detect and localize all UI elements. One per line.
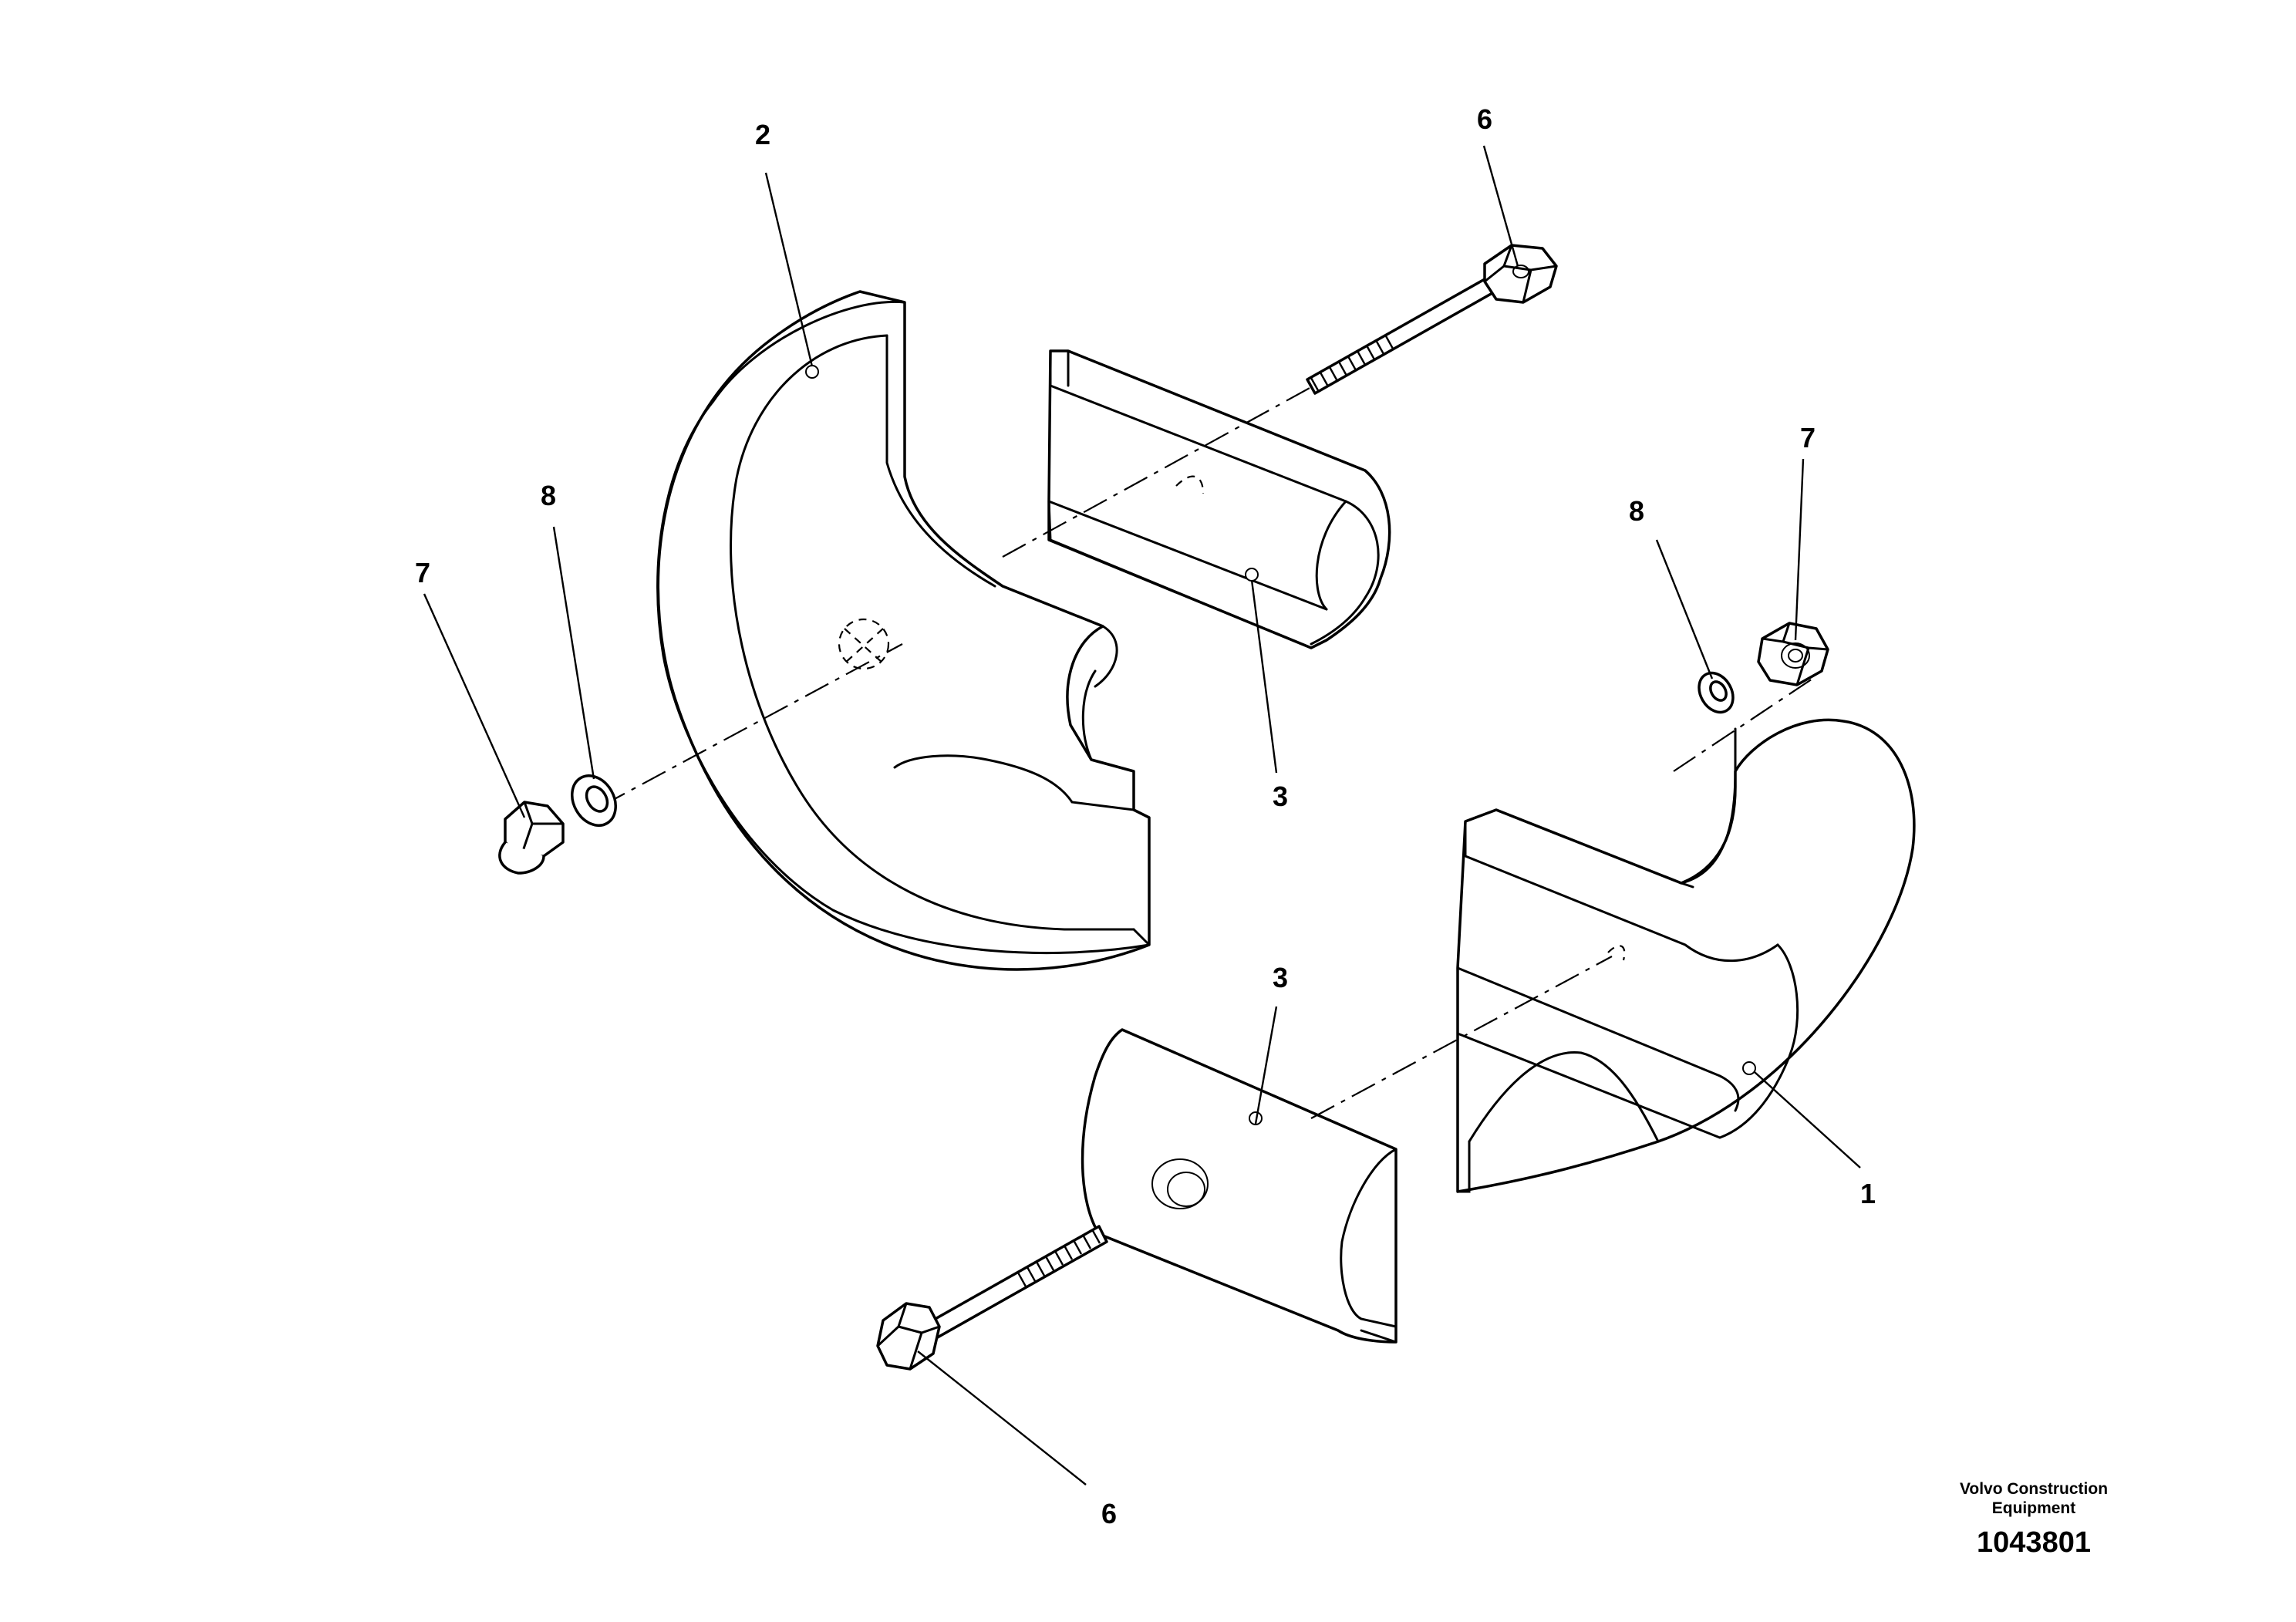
part-2-hidden-hole xyxy=(838,618,890,670)
callout-1: 1 xyxy=(1860,1178,1876,1209)
part-7-right-hex-nut xyxy=(1757,622,1829,686)
right-fastener-centerline xyxy=(1673,678,1813,772)
callout-7-left: 7 xyxy=(415,557,430,588)
lower-centerline xyxy=(1310,956,1613,1119)
callout-8-left: 8 xyxy=(541,480,556,511)
part-8-right-washer xyxy=(1698,671,1735,714)
drawing-number: 1043801 xyxy=(1977,1526,2091,1559)
left-fastener-centerline xyxy=(601,643,903,807)
callout-7-right: 7 xyxy=(1800,422,1816,454)
company-name-line2: Equipment xyxy=(1992,1499,2076,1517)
part-7-left-cap-nut xyxy=(498,801,565,875)
callout-3-upper: 3 xyxy=(1273,781,1288,812)
part-3-lower-ref-dot xyxy=(1249,1111,1263,1125)
part-3-lower-block xyxy=(1081,1028,1397,1344)
part-8-left-washer xyxy=(571,774,617,827)
part-2-bracket xyxy=(656,290,1151,971)
callout-8-right: 8 xyxy=(1629,495,1644,527)
part-6-upper-bolt xyxy=(1306,244,1558,395)
callout-2: 2 xyxy=(755,119,770,150)
company-name-line1: Volvo Construction xyxy=(1960,1480,2108,1498)
callout-6-lower: 6 xyxy=(1101,1498,1117,1529)
part-3-upper-block xyxy=(1047,349,1391,649)
part-2-ref-dot xyxy=(805,365,819,379)
part-6-lower-bolt xyxy=(876,1225,1108,1371)
callout-3-lower: 3 xyxy=(1273,962,1288,993)
leader-lines xyxy=(423,145,1861,1485)
callout-6-upper: 6 xyxy=(1477,103,1492,135)
part-3-upper-ref-dot xyxy=(1245,568,1259,582)
part-1-bracket xyxy=(1456,718,1916,1193)
part-1-ref-dot xyxy=(1742,1061,1756,1075)
